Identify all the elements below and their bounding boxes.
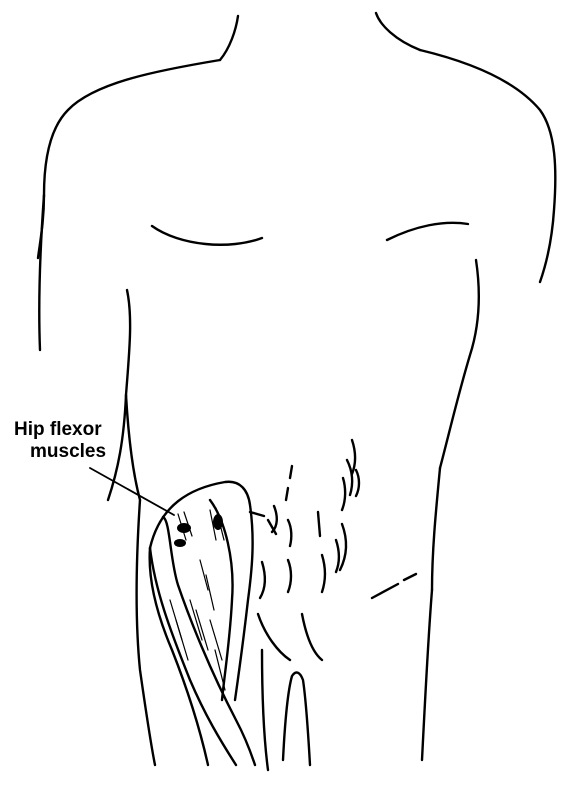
ab-line-7 [340, 524, 346, 570]
right-arm-inner [440, 260, 479, 468]
ab-line-1 [286, 466, 292, 500]
hatch-10 [215, 650, 225, 690]
ab-line-10 [288, 560, 291, 592]
hip-flexor-left [150, 548, 236, 765]
label-hip-flexor-line-2: muscles [30, 441, 106, 462]
right-hip-dash [372, 574, 416, 598]
ab-line-5 [288, 520, 291, 546]
hip-flexor-strip-1 [163, 517, 255, 765]
torso-left-side [126, 395, 140, 500]
label-hip-flexor-line-1: Hip flexor [14, 419, 102, 440]
ab-line-8 [336, 540, 339, 572]
groin-outline [283, 673, 310, 765]
hip-flexor-outline [150, 482, 253, 700]
left-arm-outer [39, 195, 44, 350]
hatch-6 [206, 575, 214, 610]
ab-line-9 [260, 562, 265, 598]
hatch-12 [176, 620, 188, 660]
hatch-8 [196, 610, 208, 650]
neck-left-outline [220, 16, 238, 60]
hatch-5 [200, 560, 208, 590]
lower-abdomen-right [302, 614, 322, 660]
label-pointer-line [90, 468, 174, 515]
neck-right-outline [376, 13, 420, 50]
ab-line-2 [347, 460, 352, 495]
muscle-shading-3 [213, 514, 223, 530]
right-hip-outline [422, 590, 432, 760]
left-shoulder-outline [38, 60, 220, 258]
muscle-shading-1 [177, 523, 191, 533]
left-pectoral-line [152, 226, 262, 245]
leg-line-2 [262, 650, 268, 770]
ab-line-13 [356, 470, 359, 496]
muscle-shading-2 [174, 539, 186, 547]
ab-line-12 [352, 440, 355, 474]
right-shoulder-outline [420, 50, 555, 282]
ab-line-6 [318, 512, 320, 536]
ab-line-3 [342, 478, 345, 510]
hip-flexor-strip-2 [150, 548, 208, 765]
right-pectoral-line [387, 223, 468, 240]
torso-right-side [432, 468, 440, 590]
ab-line-11 [322, 555, 325, 592]
